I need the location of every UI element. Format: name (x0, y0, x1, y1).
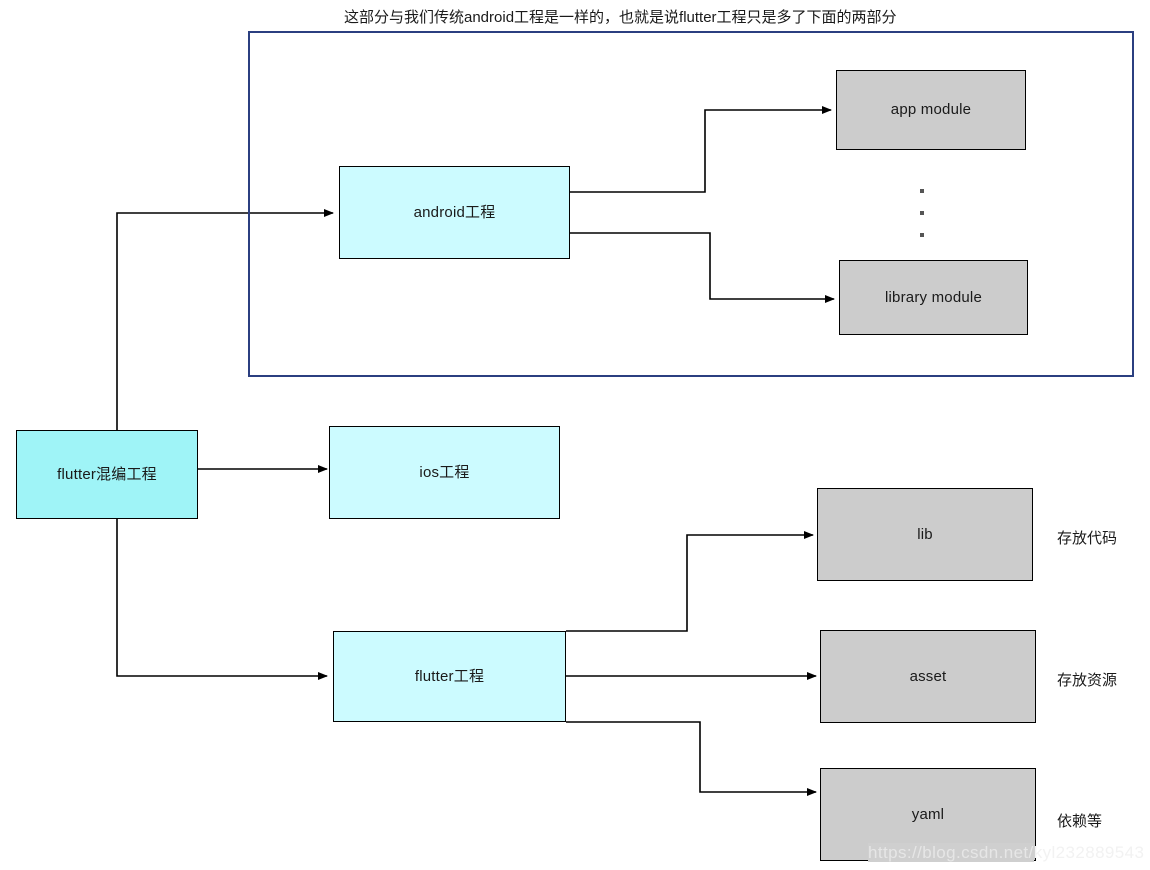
edge-flutter-to-lib (566, 531, 814, 632)
node-label: ios工程 (419, 463, 470, 481)
node-ios-project[interactable]: ios工程 (329, 426, 560, 519)
edge-root-to-flutter (116, 519, 328, 680)
node-label: yaml (911, 805, 945, 823)
node-flutter-mixed-project[interactable]: flutter混编工程 (16, 430, 198, 519)
node-label: android工程 (413, 203, 496, 221)
node-label: lib (917, 525, 933, 543)
node-label: library module (884, 288, 982, 306)
node-lib[interactable]: lib (817, 488, 1033, 581)
group-caption: 这部分与我们传统android工程是一样的，也就是说flutter工程只是多了下… (344, 9, 897, 26)
node-label: flutter混编工程 (57, 465, 157, 483)
node-label: flutter工程 (414, 667, 485, 685)
edge-flutter-to-yaml (566, 721, 817, 796)
node-label: asset (909, 667, 947, 685)
node-library-module[interactable]: library module (839, 260, 1028, 335)
edge-android-to-library-module (570, 232, 835, 303)
node-android-project[interactable]: android工程 (339, 166, 570, 259)
node-app-module[interactable]: app module (836, 70, 1026, 150)
annotation-asset: 存放资源 (1057, 672, 1118, 689)
edge-android-to-app-module (570, 106, 832, 193)
watermark: https://blog.csdn.net/kyl232889543 (868, 843, 1144, 863)
android-group-box (248, 31, 1134, 377)
watermark-user: kyl232889543 (1033, 843, 1145, 862)
vertical-ellipsis-icon (920, 189, 924, 237)
annotation-yaml: 依赖等 (1057, 813, 1103, 830)
watermark-url: https://blog.csdn.net/ (868, 843, 1034, 862)
node-asset[interactable]: asset (820, 630, 1036, 723)
node-label: app module (890, 101, 972, 119)
edge-root-to-android (116, 209, 334, 430)
annotation-lib: 存放代码 (1057, 530, 1118, 547)
node-flutter-project[interactable]: flutter工程 (333, 631, 566, 722)
